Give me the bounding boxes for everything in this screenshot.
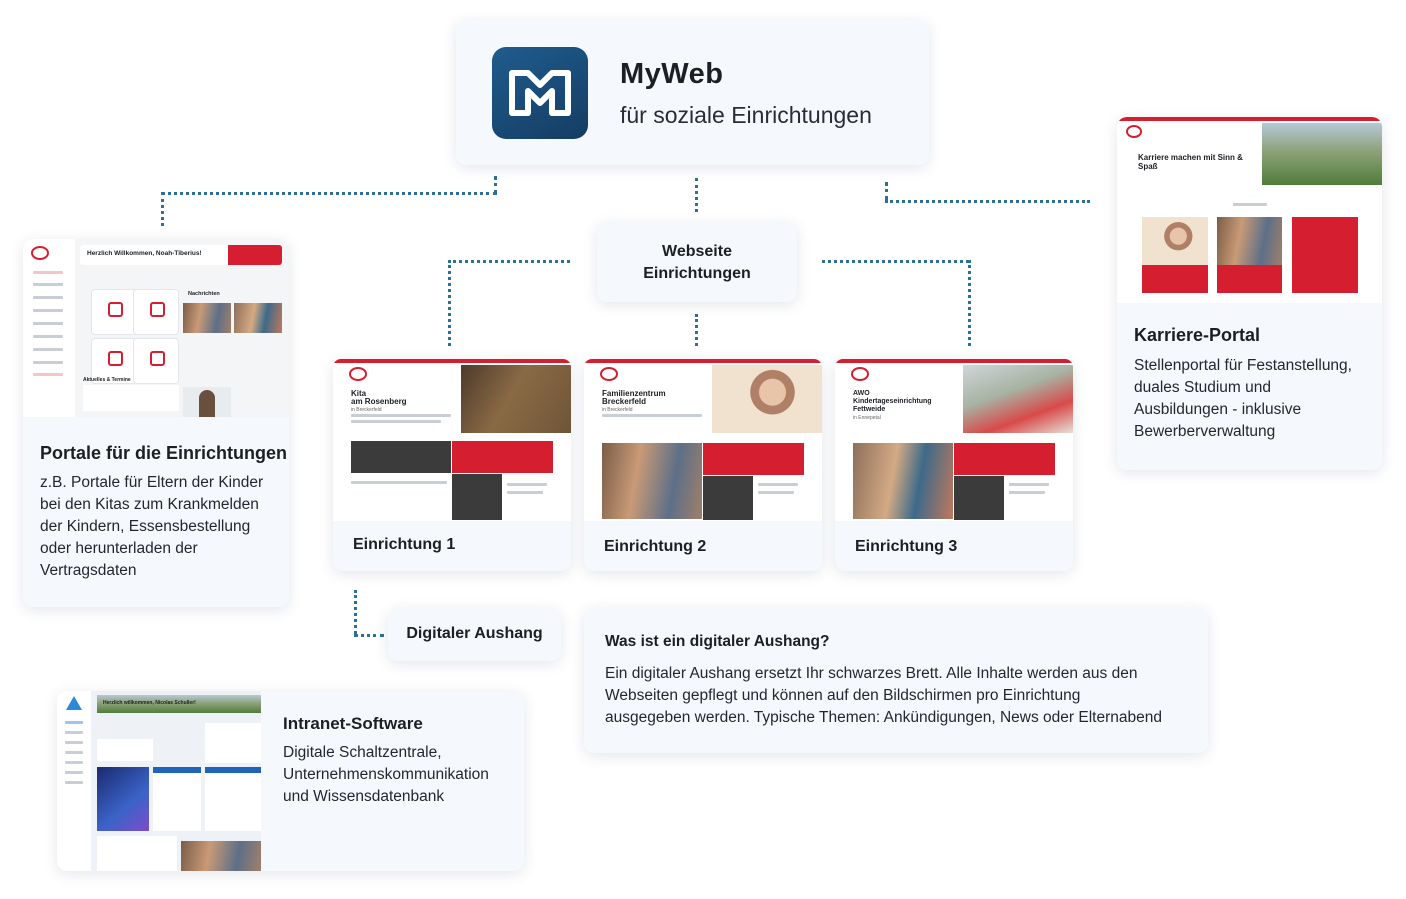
einrichtung-1-site-title-1: Kita bbox=[351, 389, 367, 398]
connector-myweb-portale-c bbox=[161, 192, 164, 226]
myweb-tagline: für soziale Einrichtungen bbox=[620, 102, 872, 128]
einrichtung-3-site-sub: in Ennepetal bbox=[853, 415, 881, 421]
intranet-line-3: und Wissensdatenbank bbox=[283, 788, 445, 805]
webseite-label-line1: Webseite bbox=[662, 243, 732, 260]
karriere-screenshot: Karriere machen mit Sinn & Spaß bbox=[1117, 117, 1382, 303]
portale-card[interactable]: Herzlich Willkommen, Noah-Tiberius! Nach… bbox=[23, 239, 289, 607]
aushang-tag-label: Digitaler Aushang bbox=[406, 625, 543, 642]
einrichtung-card-2[interactable]: Familienzentrum Breckerfeld in Breckerfe… bbox=[584, 359, 822, 571]
aushang-question: Was ist ein digitaler Aushang? bbox=[605, 633, 830, 650]
einrichtung-1-site-title-2: am Rosenberg bbox=[351, 397, 407, 406]
einrichtung-1-label: Einrichtung 1 bbox=[353, 536, 456, 553]
intranet-line-1: Digitale Schaltzentrale, bbox=[283, 744, 442, 761]
einrichtung-2-site-sub: in Breckerfeld bbox=[602, 407, 633, 413]
karriere-line-3: Ausbildungen - inklusive bbox=[1134, 401, 1302, 418]
webseite-label-line2: Einrichtungen bbox=[643, 265, 751, 282]
einrichtung-3-site-title-1: AWO bbox=[853, 390, 870, 397]
einrichtung-1-site-sub: in Breckerfeld bbox=[351, 407, 382, 413]
intranet-card[interactable]: Herzlich willkommen, Nicolas Schuller! I… bbox=[57, 691, 524, 871]
einrichtung-3-site-title-2: Kindertageseinrichtung bbox=[853, 398, 932, 405]
intranet-logo-icon bbox=[66, 696, 82, 710]
connector-myweb-portale-a bbox=[494, 176, 497, 194]
portale-line-2: bei den Kitas zum Krankmelden bbox=[40, 496, 259, 513]
einrichtung-3-label: Einrichtung 3 bbox=[855, 538, 958, 555]
portale-line-1: z.B. Portale für Eltern der Kinder bbox=[40, 474, 264, 491]
einrichtung-3-site-title-3: Fettweide bbox=[853, 406, 886, 413]
karriere-line-1: Stellenportal für Festanstellung, bbox=[1134, 357, 1352, 374]
portale-title: Portale für die Einrichtungen bbox=[40, 443, 288, 463]
portale-screenshot: Herzlich Willkommen, Noah-Tiberius! Nach… bbox=[23, 239, 289, 417]
webseite-einrichtungen-card: Webseite Einrichtungen bbox=[597, 222, 797, 302]
intranet-greeting: Herzlich willkommen, Nicolas Schuller! bbox=[103, 700, 196, 706]
einrichtung-3-screenshot: AWO Kindertageseinrichtung Fettweide in … bbox=[835, 359, 1073, 521]
einrichtung-1-screenshot: Kita am Rosenberg in Breckerfeld bbox=[333, 359, 571, 521]
aushang-line-3: ausgegeben werden. Typische Themen: Ankü… bbox=[605, 709, 1162, 726]
karriere-card[interactable]: Karriere machen mit Sinn & Spaß Karriere… bbox=[1117, 117, 1382, 470]
karriere-hero-text: Karriere machen mit Sinn & Spaß bbox=[1138, 153, 1243, 171]
portale-line-5: Vertragsdaten bbox=[40, 562, 137, 579]
intranet-screenshot: Herzlich willkommen, Nicolas Schuller! bbox=[57, 691, 261, 871]
intranet-line-2: Unternehmenskommunikation bbox=[283, 766, 489, 783]
einrichtung-2-screenshot: Familienzentrum Breckerfeld in Breckerfe… bbox=[584, 359, 822, 521]
aushang-line-2: Webseiten gepflegt und können auf den Bi… bbox=[605, 687, 1081, 704]
connector-webseite-center-down bbox=[695, 314, 698, 346]
connector-webseite-right-down bbox=[968, 260, 971, 346]
myweb-title: MyWeb bbox=[620, 58, 724, 90]
connector-aushang-down bbox=[354, 590, 357, 634]
connector-myweb-down bbox=[695, 178, 698, 212]
myweb-logo-icon bbox=[492, 47, 588, 139]
portale-news-heading: Nachrichten bbox=[188, 291, 220, 297]
einrichtung-card-3[interactable]: AWO Kindertageseinrichtung Fettweide in … bbox=[835, 359, 1073, 571]
connector-webseite-left-down bbox=[448, 260, 451, 346]
aushang-line-1: Ein digitaler Aushang ersetzt Ihr schwar… bbox=[605, 665, 1138, 682]
portale-events-heading: Aktuelles & Termine bbox=[83, 377, 131, 383]
einrichtung-card-1[interactable]: Kita am Rosenberg in Breckerfeld Einrich… bbox=[333, 359, 571, 571]
einrichtung-2-label: Einrichtung 2 bbox=[604, 538, 707, 555]
karriere-line-4: Bewerberverwaltung bbox=[1134, 423, 1276, 440]
portale-greeting: Herzlich Willkommen, Noah-Tiberius! bbox=[87, 250, 202, 257]
connector-aushang-right bbox=[354, 634, 384, 637]
karriere-line-2: duales Studium und bbox=[1134, 379, 1272, 396]
portale-line-3: der Kindern, Essensbestellung bbox=[40, 518, 251, 535]
myweb-header-card: MyWeb für soziale Einrichtungen bbox=[456, 20, 929, 165]
portale-line-4: oder herunterladen der bbox=[40, 540, 198, 557]
digitaler-aushang-tag[interactable]: Digitaler Aushang bbox=[388, 608, 561, 661]
connector-myweb-karriere-a bbox=[885, 182, 888, 200]
einrichtung-2-site-title-2: Breckerfeld bbox=[602, 397, 647, 406]
intranet-title: Intranet-Software bbox=[283, 714, 423, 733]
connector-webseite-right bbox=[822, 260, 969, 263]
connector-myweb-karriere-b bbox=[885, 200, 1090, 203]
digitaler-aushang-info-card: Was ist ein digitaler Aushang? Ein digit… bbox=[584, 608, 1208, 753]
connector-webseite-left bbox=[448, 260, 570, 263]
connector-myweb-portale-b bbox=[161, 192, 497, 195]
karriere-title: Karriere-Portal bbox=[1134, 325, 1261, 345]
einrichtung-2-site-title-1: Familienzentrum bbox=[602, 389, 666, 398]
